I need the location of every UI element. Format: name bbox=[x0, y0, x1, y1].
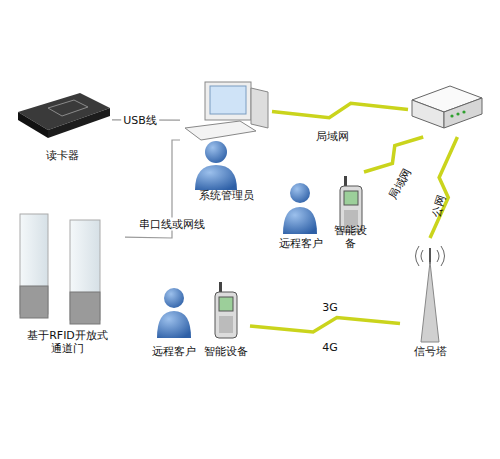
tower-antenna bbox=[429, 248, 431, 264]
gate-base bbox=[70, 292, 100, 324]
card-reader: 读卡器 bbox=[12, 88, 112, 162]
wireless-link bbox=[430, 137, 457, 238]
device-label: 远程客户 bbox=[279, 237, 323, 250]
phone-body bbox=[215, 292, 237, 338]
link-label: 局域网 bbox=[316, 130, 349, 143]
phone-keys bbox=[219, 316, 233, 333]
phone-screen bbox=[344, 191, 358, 205]
smart-device: 智能设备 bbox=[330, 172, 370, 250]
pc-case bbox=[251, 88, 268, 128]
wireless-link bbox=[364, 137, 423, 172]
monitor-screen bbox=[210, 86, 246, 114]
device-label: 远程客户 bbox=[152, 345, 196, 358]
router-led bbox=[456, 112, 459, 115]
router-side bbox=[444, 98, 482, 128]
device-label: 系统管理员 bbox=[199, 189, 254, 202]
signal-arc bbox=[421, 250, 423, 262]
network-router bbox=[408, 82, 484, 137]
signal-arc bbox=[441, 246, 445, 266]
wireless-link bbox=[250, 318, 400, 332]
device-label: 基于RFID开放式 通道门 bbox=[22, 329, 114, 355]
router-front bbox=[412, 100, 444, 128]
person-body bbox=[157, 311, 191, 338]
device-label: 智能设备 bbox=[330, 224, 370, 250]
phone-screen bbox=[219, 297, 233, 311]
signal-arc bbox=[416, 246, 420, 266]
device-label: 信号塔 bbox=[414, 345, 447, 358]
tower-body bbox=[421, 262, 439, 342]
reader-side bbox=[18, 112, 48, 138]
link-label: USB线 bbox=[121, 114, 159, 127]
link-label: 局域网 bbox=[387, 166, 414, 201]
device-label: 智能设备 bbox=[204, 345, 248, 358]
link-label: 串口线或网线 bbox=[137, 218, 207, 231]
router-led bbox=[450, 114, 453, 117]
device-label: 读卡器 bbox=[46, 149, 79, 162]
link-label: 3G bbox=[322, 301, 338, 314]
person-head bbox=[205, 141, 227, 163]
wireless-link bbox=[272, 103, 408, 117]
monitor-body bbox=[205, 82, 251, 120]
keyboard bbox=[185, 121, 256, 140]
network-type-label: 4G bbox=[322, 341, 338, 354]
remote-client: 远程客户 bbox=[148, 282, 200, 358]
router-led bbox=[462, 110, 465, 113]
remote-client: 远程客户 bbox=[278, 178, 324, 250]
phone-antenna bbox=[219, 282, 222, 293]
gate-base bbox=[20, 286, 48, 318]
person-head bbox=[164, 288, 184, 308]
phone-antenna bbox=[344, 176, 347, 187]
smart-device: 智能设备 bbox=[202, 278, 250, 358]
reader-card-mark bbox=[48, 100, 88, 116]
reader-front bbox=[48, 108, 110, 138]
signal-tower: 信号塔 bbox=[400, 238, 460, 358]
person-body bbox=[195, 165, 237, 190]
person-body bbox=[283, 207, 317, 234]
rfid-gate: 基于RFID开放式 通道门 bbox=[10, 210, 125, 355]
person-head bbox=[290, 183, 310, 203]
signal-arc bbox=[437, 250, 439, 262]
admin-workstation: 系统管理员 bbox=[180, 78, 272, 202]
link-label: 公网 bbox=[429, 194, 448, 219]
